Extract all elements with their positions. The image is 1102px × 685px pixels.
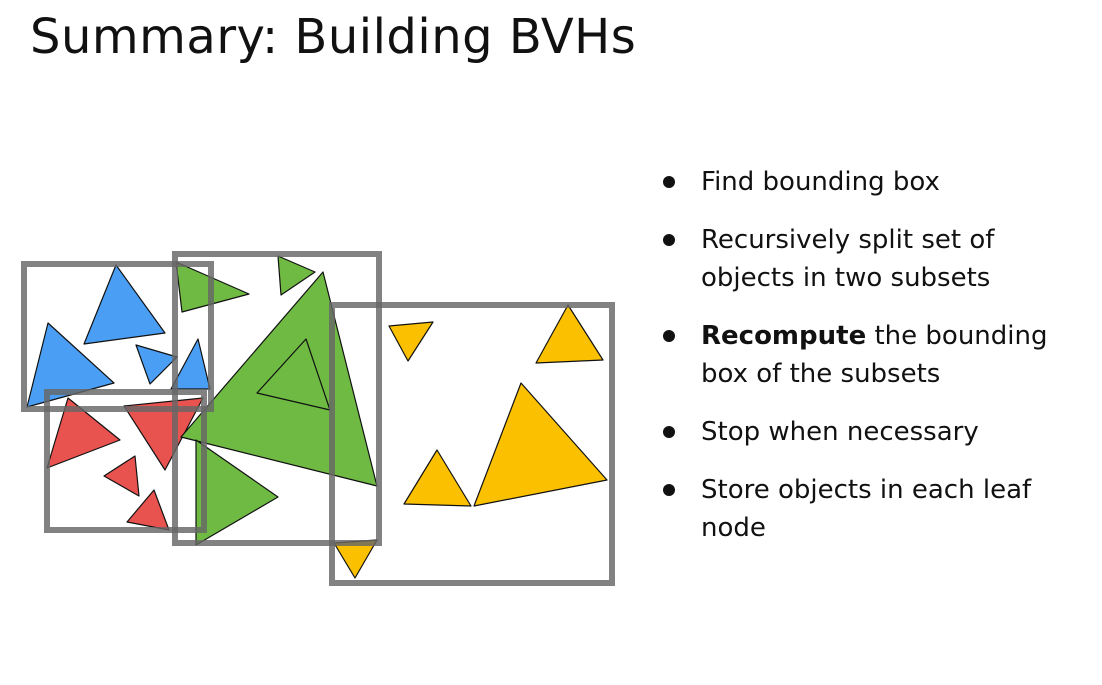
- bullet-dot: [663, 484, 675, 496]
- bullet-text: Store objects in each leaf node: [701, 475, 1032, 543]
- red-triangle: [46, 397, 121, 469]
- bounding-box-green: [172, 251, 382, 546]
- bullet-recursively-split: Recursively split set of objects in two …: [660, 221, 1085, 297]
- bullet-text: Find bounding box: [701, 167, 940, 197]
- red-triangle: [103, 455, 140, 497]
- bullet-store-objects: Store objects in each leaf node: [660, 471, 1085, 547]
- bullet-bold-text: Recompute: [701, 321, 867, 351]
- yellow-triangle: [403, 449, 472, 507]
- green-triangle-inner: [256, 338, 331, 411]
- yellow-triangle: [535, 304, 604, 364]
- bullet-text: the bounding box of the subsets: [701, 321, 1048, 389]
- green-triangle: [277, 255, 316, 296]
- bounding-box-red: [44, 389, 207, 533]
- bounding-box-blue: [21, 261, 214, 412]
- yellow-triangle: [473, 382, 608, 507]
- bullet-text: Stop when necessary: [701, 417, 979, 447]
- bullet-dot: [663, 176, 675, 188]
- bullet-text: Recursively split set of objects in two …: [701, 225, 995, 293]
- bullet-dot: [663, 426, 675, 438]
- bullet-stop: Stop when necessary: [660, 413, 1085, 451]
- bullet-recompute: Recompute the bounding box of the subset…: [660, 317, 1085, 393]
- red-triangle: [126, 489, 170, 531]
- bullet-find-bounding-box: Find bounding box: [660, 163, 1085, 201]
- green-triangle: [195, 439, 279, 546]
- bullet-dot: [663, 330, 675, 342]
- slide-title: Summary: Building BVHs: [30, 9, 637, 65]
- bounding-box-yellow: [329, 302, 615, 586]
- blue-triangle: [83, 264, 166, 345]
- blue-triangle: [135, 344, 178, 385]
- yellow-triangle: [388, 321, 434, 362]
- bullet-list: Find bounding box Recursively split set …: [660, 163, 1085, 567]
- bullet-dot: [663, 234, 675, 246]
